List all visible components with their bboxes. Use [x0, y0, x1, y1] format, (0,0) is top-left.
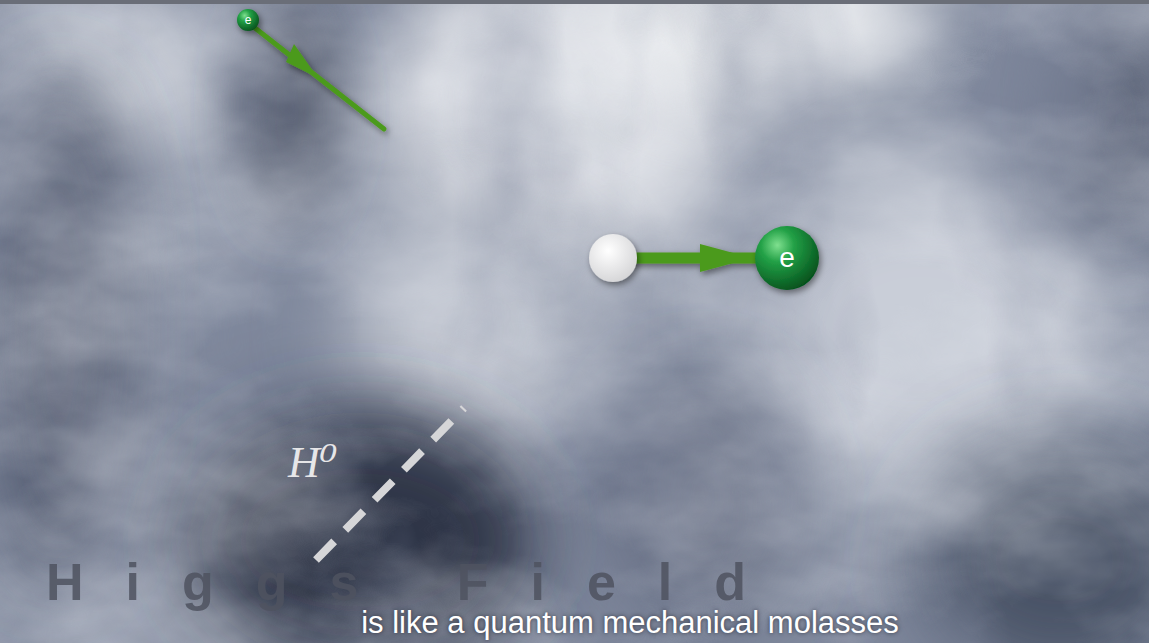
- sphere-fill: [755, 226, 819, 290]
- electron-sphere: e: [237, 9, 259, 31]
- motion-arrow: [255, 28, 384, 129]
- electron-label: e: [755, 226, 819, 290]
- slide-caption: is like a quantum mechanical molasses: [361, 605, 899, 641]
- higgs-boson-label: H⁰: [288, 436, 337, 488]
- sphere-fill: [237, 9, 259, 31]
- dashed-higgs-line: [316, 408, 464, 560]
- electron-sphere: e: [755, 226, 819, 290]
- field-title: Higgs Field: [46, 552, 788, 612]
- electron-label: e: [237, 9, 259, 31]
- higgs-particle: [589, 234, 637, 282]
